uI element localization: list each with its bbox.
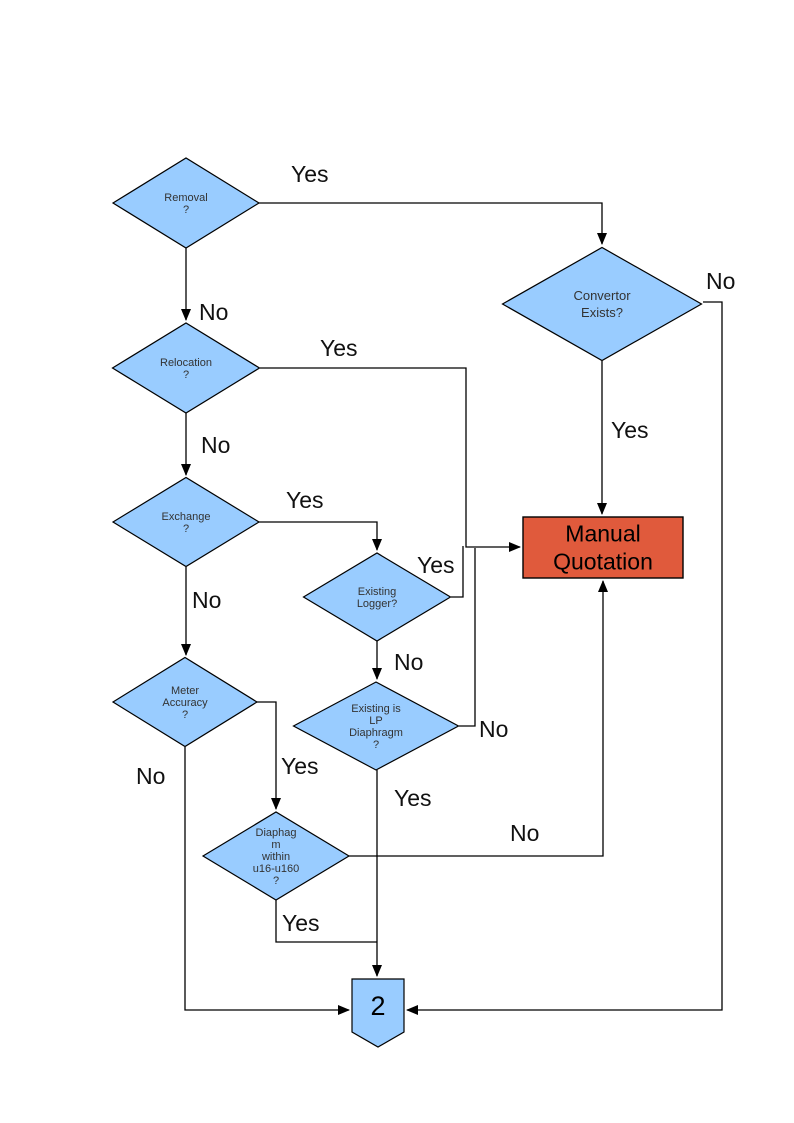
edge-label-exchange-no: No: [192, 587, 221, 613]
node-label-diaphragm-range: u16-u160: [253, 863, 300, 875]
edge-label-convertor-yes: Yes: [611, 417, 649, 443]
edge-existing-logger-yes: [451, 546, 464, 598]
node-label-diaphragm-range: Diaphag: [256, 827, 297, 839]
node-label-removal: Removal: [164, 192, 207, 204]
node-label-convertor-exists: Exists?: [581, 305, 623, 320]
edge-label-convertor-no: No: [706, 268, 735, 294]
edge-label-lp-diaphragm-yes: Yes: [394, 785, 432, 811]
node-label-diaphragm-range: within: [261, 851, 290, 863]
edge-label-lp-diaphragm-no: No: [479, 716, 508, 742]
edge-label-relocation-yes: Yes: [320, 335, 358, 361]
node-label-connector-2: 2: [370, 991, 385, 1021]
node-label-manual-quotation: Manual: [565, 521, 640, 547]
edge-label-existing-logger-no: No: [394, 649, 423, 675]
node-label-meter-accuracy: Accuracy: [162, 697, 208, 709]
edge-meter-accuracy-yes: [257, 701, 281, 810]
node-label-diaphragm-range: ?: [273, 875, 279, 887]
node-exchange: [111, 476, 261, 568]
edge-lp-diaphragm-no: [459, 548, 476, 727]
node-label-existing-lp-diaphragm: LP: [369, 715, 382, 727]
node-label-exchange: Exchange: [162, 511, 211, 523]
node-convertor-exists: [501, 246, 703, 362]
edge-label-relocation-no: No: [201, 432, 230, 458]
node-label-existing-logger: Existing: [358, 586, 397, 598]
node-label-manual-quotation: Quotation: [553, 549, 653, 575]
edge-diaphragm-range-no: [349, 580, 608, 857]
node-label-convertor-exists: Convertor: [573, 288, 631, 303]
edge-label-meter-accuracy-yes: Yes: [281, 753, 319, 779]
node-removal: [111, 157, 261, 249]
edge-meter-accuracy-no: [184, 747, 350, 1015]
edge-relocation-yes: [260, 367, 521, 552]
node-label-removal: ?: [183, 204, 189, 216]
edge-label-removal-yes: Yes: [291, 161, 329, 187]
node-label-existing-lp-diaphragm: Existing is: [351, 703, 401, 715]
edge-label-diaphragm-range-no: No: [510, 820, 539, 846]
node-existing-lp-diaphragm: [292, 681, 460, 771]
node-manual-quotation: [522, 516, 684, 579]
node-label-meter-accuracy: ?: [182, 709, 188, 721]
node-label-relocation: Relocation: [160, 357, 212, 369]
node-label-existing-lp-diaphragm: Diaphragm: [349, 727, 403, 739]
edge-label-diaphragm-range-yes: Yes: [282, 910, 320, 936]
node-diaphragm-range: [201, 811, 351, 901]
node-label-relocation: ?: [183, 369, 189, 381]
node-label-existing-logger: Logger?: [357, 598, 397, 610]
node-existing-logger: [302, 552, 452, 642]
edge-exchange-yes: [259, 521, 382, 551]
node-meter-accuracy: [111, 656, 259, 748]
edge-label-existing-logger-yes: Yes: [417, 552, 455, 578]
node-relocation: [111, 322, 261, 414]
node-label-existing-lp-diaphragm: ?: [373, 739, 379, 751]
edge-removal-yes: [259, 202, 607, 245]
edge-label-meter-accuracy-no: No: [136, 763, 165, 789]
edge-diaphragm-range-yes: [275, 900, 377, 943]
node-label-diaphragm-range: m: [271, 839, 280, 851]
node-label-meter-accuracy: Meter: [171, 685, 199, 697]
node-label-exchange: ?: [183, 523, 189, 535]
edge-label-removal-no: No: [199, 299, 228, 325]
edge-label-exchange-yes: Yes: [286, 487, 324, 513]
node-connector-2: [351, 978, 405, 1048]
edge-convertor-no: [406, 301, 723, 1015]
